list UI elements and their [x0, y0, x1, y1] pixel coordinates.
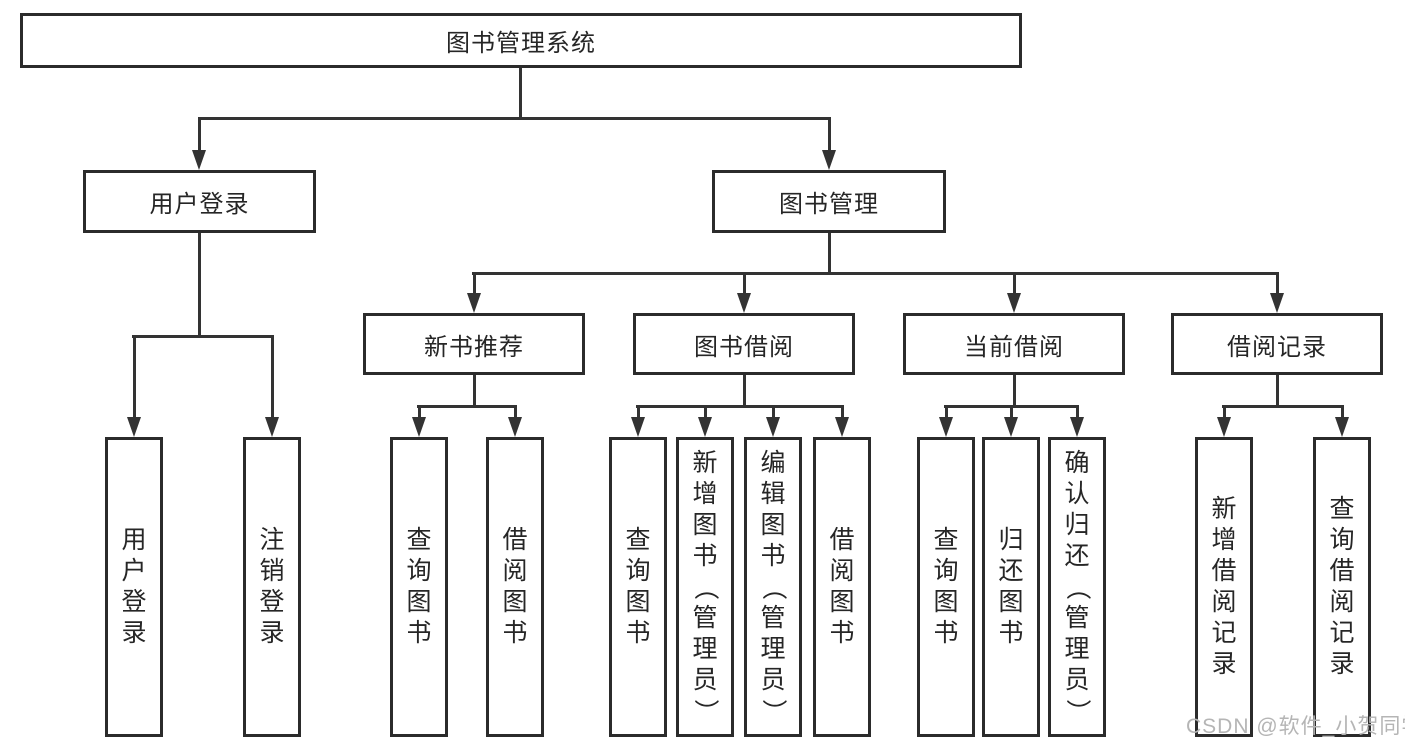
connector-stem-leaf — [704, 405, 707, 418]
connector-stem-leaf — [271, 335, 274, 417]
leaf-edit-book-admin: 编辑图书（管理员） — [744, 437, 802, 737]
arrow-down-icon — [1335, 417, 1349, 437]
connector-level3-down — [1013, 375, 1016, 406]
leaf-query-books-current: 查询图书 — [917, 437, 975, 737]
connector-level3-down — [473, 375, 476, 406]
connector-rail-user-login — [132, 335, 274, 338]
connector-stem-leaf — [133, 335, 136, 417]
arrow-down-icon — [192, 150, 206, 170]
leaf-logout: 注销登录 — [243, 437, 301, 737]
connector-rail-top — [198, 117, 831, 120]
node-current-borrowing: 当前借阅 — [903, 313, 1125, 375]
arrow-down-icon — [766, 417, 780, 437]
arrow-down-icon — [1007, 293, 1021, 313]
node-book-borrowing: 图书借阅 — [633, 313, 855, 375]
arrow-down-icon — [265, 417, 279, 437]
node-new-book-recommend: 新书推荐 — [363, 313, 585, 375]
connector-rail-borrowing — [636, 405, 844, 408]
arrow-down-icon — [835, 417, 849, 437]
connector-stem-level3 — [1276, 272, 1279, 294]
arrow-down-icon — [822, 150, 836, 170]
node-user-login: 用户登录 — [83, 170, 316, 233]
leaf-add-borrow-record: 新增借阅记录 — [1195, 437, 1253, 737]
leaf-confirm-return-admin: 确认归还（管理员） — [1048, 437, 1106, 737]
arrow-down-icon — [508, 417, 522, 437]
leaf-user-login: 用户登录 — [105, 437, 163, 737]
connector-stem-leaf — [945, 405, 948, 418]
leaf-borrow-books-recommend: 借阅图书 — [486, 437, 544, 737]
node-borrowing-records: 借阅记录 — [1171, 313, 1383, 375]
leaf-query-borrow-record: 查询借阅记录 — [1313, 437, 1371, 737]
arrow-down-icon — [631, 417, 645, 437]
connector-rail-records — [1222, 405, 1344, 408]
arrow-down-icon — [698, 417, 712, 437]
arrow-down-icon — [1217, 417, 1231, 437]
connector-stem-leaf — [514, 405, 517, 418]
connector-stem-leaf — [418, 405, 421, 418]
connector-rail-recommend — [417, 405, 517, 408]
connector-stem-leaf — [1010, 405, 1013, 418]
watermark: CSDN @软件_小贺同学 — [1186, 715, 1405, 738]
arrow-down-icon — [1070, 417, 1084, 437]
connector-stem-leaf — [1076, 405, 1079, 418]
leaf-query-books-borrowing: 查询图书 — [609, 437, 667, 737]
arrow-down-icon — [467, 293, 481, 313]
connector-root-stem — [519, 68, 522, 117]
connector-stem-user-login — [198, 117, 201, 151]
arrow-down-icon — [737, 293, 751, 313]
connector-stem-level3 — [473, 272, 476, 294]
connector-stem-level3 — [1013, 272, 1016, 294]
leaf-return-book: 归还图书 — [982, 437, 1040, 737]
connector-stem-leaf — [841, 405, 844, 418]
connector-stem-leaf — [772, 405, 775, 418]
connector-stem-level3 — [743, 272, 746, 294]
connector-stem-leaf — [1341, 405, 1344, 418]
leaf-add-book-admin: 新增图书（管理员） — [676, 437, 734, 737]
connector-user-login-down — [198, 233, 201, 335]
connector-level3-down — [1276, 375, 1279, 406]
leaf-borrow-books-borrowing: 借阅图书 — [813, 437, 871, 737]
node-library-system: 图书管理系统 — [20, 13, 1022, 68]
connector-rail-book-mgmt — [472, 272, 1279, 275]
leaf-query-books-recommend: 查询图书 — [390, 437, 448, 737]
arrow-down-icon — [412, 417, 426, 437]
connector-stem-leaf — [1223, 405, 1226, 418]
arrow-down-icon — [1004, 417, 1018, 437]
connector-stem-book-mgmt — [828, 117, 831, 151]
arrow-down-icon — [1270, 293, 1284, 313]
node-book-management: 图书管理 — [712, 170, 946, 233]
connector-book-mgmt-down — [828, 233, 831, 273]
connector-level3-down — [743, 375, 746, 406]
arrow-down-icon — [939, 417, 953, 437]
connector-stem-leaf — [637, 405, 640, 418]
arrow-down-icon — [127, 417, 141, 437]
